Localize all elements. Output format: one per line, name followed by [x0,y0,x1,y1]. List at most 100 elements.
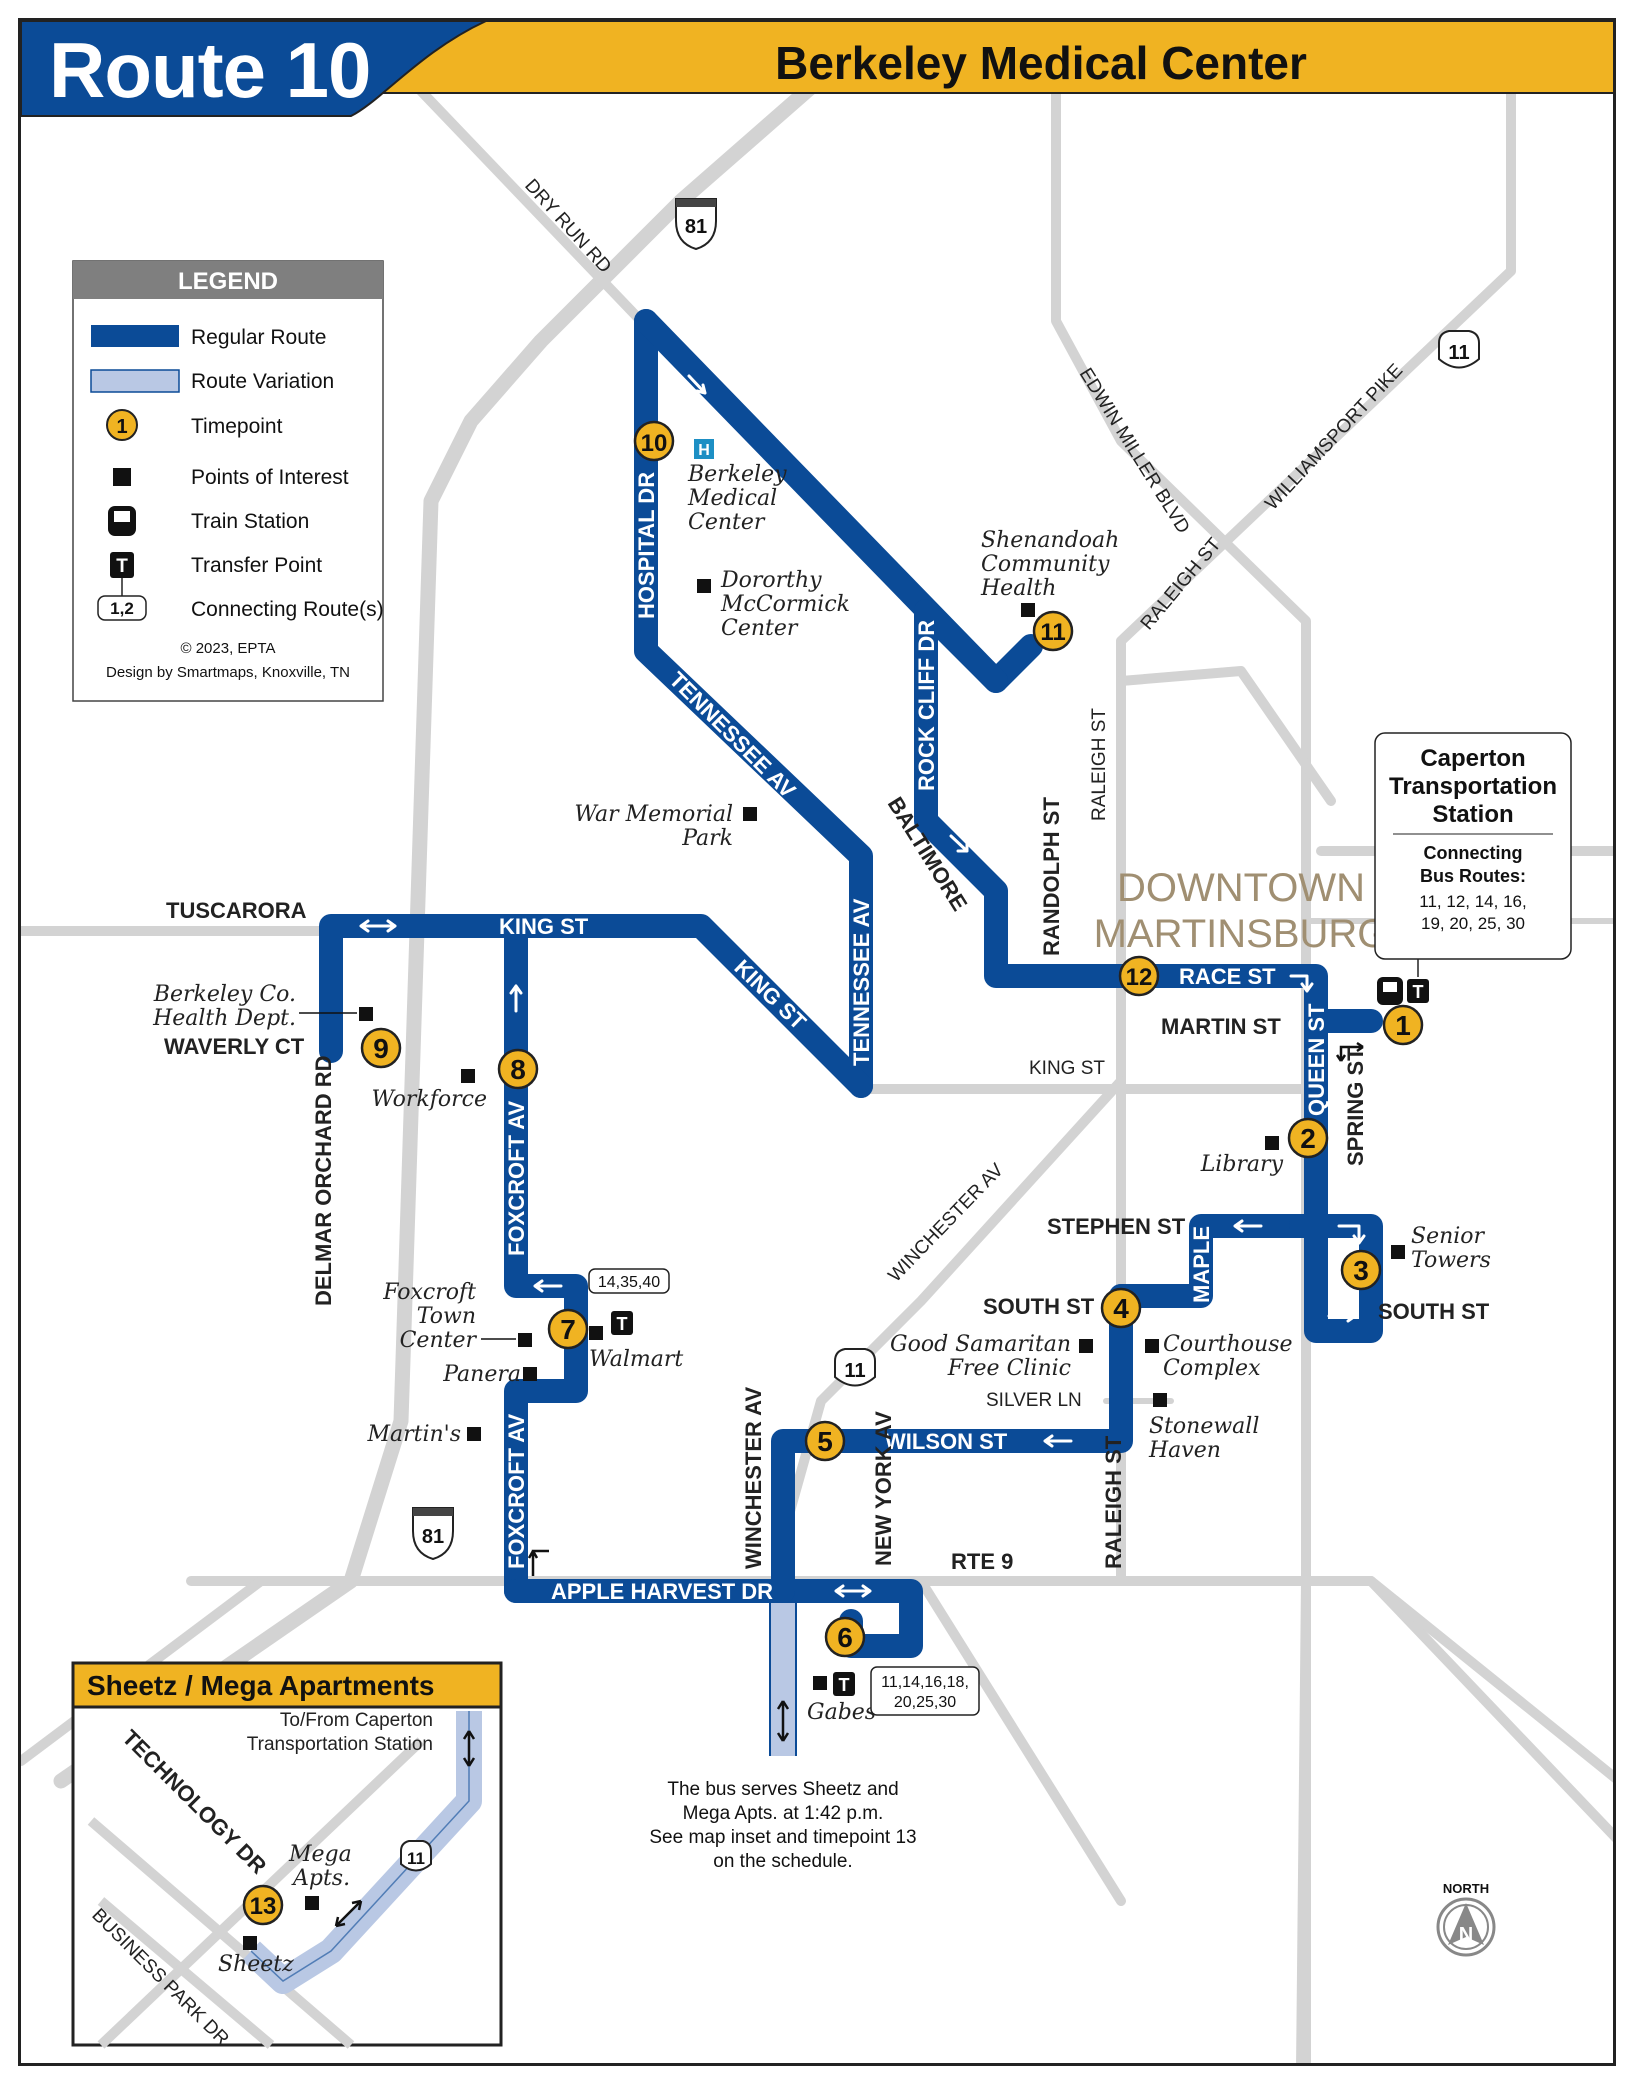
svg-text:1: 1 [116,416,127,438]
svg-text:11,14,16,18,: 11,14,16,18, [881,1674,969,1691]
street-label-edwin-miller: EDWIN MILLER BLVD [1075,365,1194,538]
svg-text:Connecting Route(s): Connecting Route(s) [191,598,384,621]
svg-text:Mega Apts. at 1:42 p.m.: Mega Apts. at 1:42 p.m. [683,1803,884,1824]
route-badge [21,21,487,117]
poi-courthouse-line1: Courthouse [1163,1332,1293,1357]
svg-text:7: 7 [560,1314,576,1345]
svg-text:2: 2 [1300,1123,1316,1154]
street-label-apple-harvest: APPLE HARVEST DR [551,1579,773,1604]
poi-courthouse-line2: Complex [1163,1356,1261,1381]
street-label-randolph: RANDOLPH ST [1039,797,1064,956]
street-label-raleigh-top: RALEIGH ST [1137,534,1226,634]
street-label-new-york: NEW YORK AV [871,1411,896,1566]
legend: LEGEND Regular Route Route Variation 1 T… [72,260,384,702]
poi-workforce: Workforce [372,1087,487,1112]
connecting-routes-walmart [588,1268,670,1294]
route-variation-outline [769,1601,797,1756]
poi-walmart: Walmart [589,1347,683,1372]
svg-text:Route Variation: Route Variation [191,370,334,393]
svg-text:T: T [116,556,128,577]
poi-square-icon [589,1326,603,1340]
street-label-foxcroft-north: FOXCROFT AV [504,1100,529,1256]
svg-text:1: 1 [1395,1010,1411,1041]
poi-foxcroft-town-line3: Center [400,1328,478,1353]
svg-text:1,2: 1,2 [110,599,134,618]
poi-square-icon [518,1333,532,1347]
street-label-delmar: DELMAR ORCHARD RD [311,1055,336,1306]
street-label-martin: MARTIN ST [1161,1014,1281,1039]
timepoint-3: 3 [1340,1249,1382,1291]
north-arrow: NORTH N [1436,1881,1496,1957]
poi-square-icon [1145,1339,1159,1353]
svg-text:Connecting: Connecting [1424,843,1523,863]
poi-foxcroft-town-line1: Foxcroft [382,1280,476,1305]
timepoint-6: 6 [824,1616,866,1658]
street-label-silver: SILVER LN [986,1390,1082,1411]
street-label-raleigh-mid: RALEIGH ST [1089,708,1110,821]
poi-dorothy-line1: Dororthy [720,568,822,593]
street-label-hospital: HOSPITAL DR [634,472,659,619]
route-map: Route 10 Berkeley Medical Center DRY RUN… [21,21,1613,2063]
street-label-tennessee-diag: TENNESSEE AV [664,667,800,803]
svg-text:11: 11 [1448,342,1469,364]
svg-text:11: 11 [1040,619,1065,646]
svg-text:Transportation: Transportation [1389,773,1557,800]
poi-war-memorial-line2: Park [681,826,733,851]
poi-square-icon [467,1427,481,1441]
poi-good-sam-line2: Free Clinic [947,1356,1071,1381]
street-label-wilson: WILSON ST [885,1429,1008,1454]
timepoints: 1 2 3 4 5 6 7 8 9 10 11 12 [360,420,1424,1658]
svg-text:6: 6 [837,1622,853,1653]
svg-text:11: 11 [407,1849,425,1868]
svg-text:11, 12, 14, 16,: 11, 12, 14, 16, [1419,892,1526,911]
svg-text:3: 3 [1353,1255,1369,1286]
svg-text:T: T [1413,982,1424,1002]
svg-text:Transfer Point: Transfer Point [191,554,322,577]
timepoint-9: 9 [360,1027,402,1069]
svg-text:12: 12 [1126,964,1153,991]
svg-text:Regular Route: Regular Route [191,326,326,349]
street-label-king: KING ST [499,914,589,939]
street-label-race: RACE ST [1179,964,1276,989]
poi-dorothy-line2: McCormick [720,592,850,617]
regular-route-swatch [91,325,179,347]
street-label-rte9: RTE 9 [951,1549,1013,1574]
route-map-frame: Route 10 Berkeley Medical Center DRY RUN… [18,18,1616,2066]
poi-shenandoah-line1: Shenandoah [981,528,1119,553]
transfer-point-icon [833,1672,855,1696]
svg-text:See map inset and timepoint 13: See map inset and timepoint 13 [649,1827,916,1848]
timepoint-8: 8 [497,1048,539,1090]
poi-berkeley-medical-line2: Medical [687,486,777,511]
poi-health-dept-line1: Berkeley Co. [153,982,296,1007]
poi-square-icon [243,1936,257,1950]
svg-text:10: 10 [641,430,668,457]
street-label-winchester: WINCHESTER AV [741,1387,766,1569]
poi-dorothy-line3: Center [721,616,799,641]
svg-text:81: 81 [685,216,707,238]
inset-to-from-line1: To/From Caperton [280,1710,433,1731]
svg-text:14,35,40: 14,35,40 [598,1274,660,1291]
svg-text:T: T [617,1314,628,1334]
street-label-south-east: SOUTH ST [1378,1299,1490,1324]
us-11-shield-mid: 11 [834,1348,876,1387]
transfer-point-icon [1407,979,1429,1003]
timepoint-2: 2 [1287,1117,1329,1159]
svg-text:20,25,30: 20,25,30 [894,1694,956,1711]
caperton-station-box: Caperton Transportation Station Connecti… [1374,732,1572,960]
street-label-foxcroft-south: FOXCROFT AV [504,1413,529,1569]
poi-health-dept-line2: Health Dept. [152,1006,296,1031]
svg-text:5: 5 [817,1426,833,1457]
point-of-interest-icon [113,468,131,486]
street-label-waverly: WAVERLY CT [164,1034,305,1059]
street-label-south-west: SOUTH ST [983,1294,1095,1319]
poi-square-icon [523,1367,537,1381]
legend-copyright: © 2023, EPTA [181,640,276,657]
timepoint-icon [106,409,138,441]
svg-text:Caperton: Caperton [1420,745,1525,772]
poi-mega-line2: Apts. [291,1866,350,1891]
street-label-stephen: STEPHEN ST [1047,1214,1186,1239]
transfer-point-icon [611,1311,633,1335]
route-variation-swatch [90,369,180,393]
street-label-raleigh-south: RALEIGH ST [1101,1435,1126,1569]
inset-to-from-line2: Transportation Station [247,1734,433,1755]
